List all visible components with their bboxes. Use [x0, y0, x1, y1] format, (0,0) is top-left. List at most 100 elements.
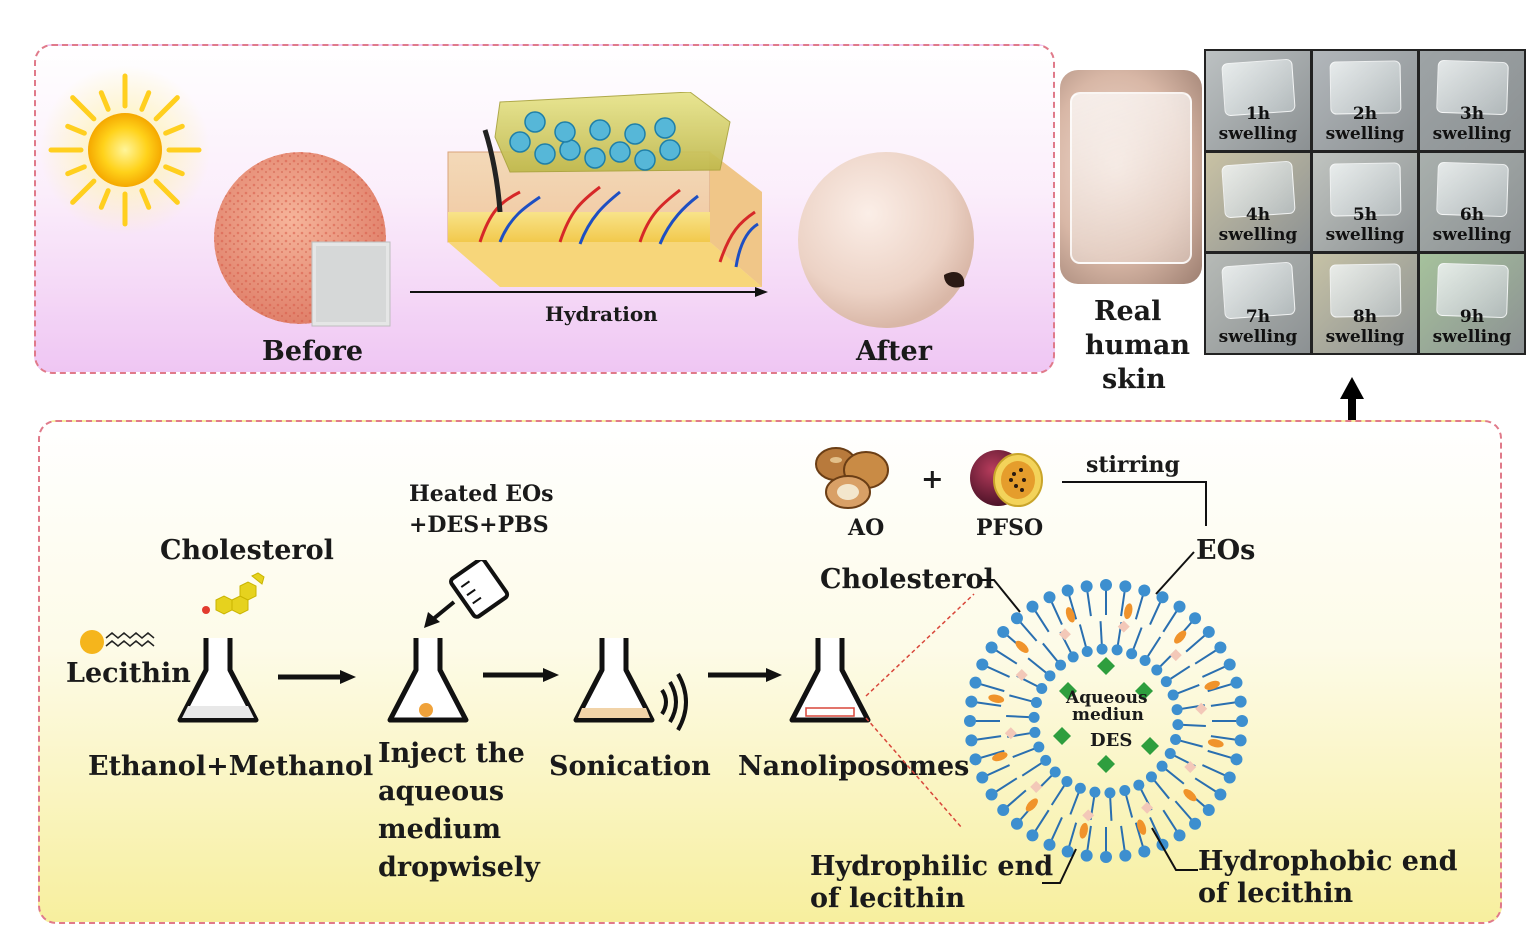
sun-ray	[163, 123, 185, 136]
lipid-head	[1010, 612, 1023, 625]
swelling-cell: 1h swelling	[1206, 51, 1310, 150]
liposome-dot	[624, 123, 646, 145]
inject-line2: aqueous	[378, 776, 505, 807]
lecithin-label: Lecithin	[66, 658, 191, 689]
liposome-dot	[559, 139, 581, 161]
lipid-head	[976, 658, 989, 671]
lipid-head	[1119, 580, 1132, 593]
sonication-label: Sonication	[549, 751, 711, 782]
skin-cross-section-image	[447, 92, 762, 287]
lipid-head	[1138, 845, 1151, 858]
lipid-head	[1055, 659, 1067, 671]
lipid-head	[965, 695, 978, 708]
lipid-head	[1234, 734, 1247, 747]
sun-ray	[153, 95, 180, 122]
liposome-dot	[609, 141, 631, 163]
lipid-head	[1236, 715, 1248, 727]
step-arrow-1	[278, 670, 356, 684]
swelling-cell: 9h swelling	[1420, 254, 1524, 353]
eos-leader-line	[1155, 551, 1195, 595]
stirring-label: stirring	[1086, 452, 1180, 478]
liposome-dot	[524, 111, 546, 133]
cholesterol-mark	[1079, 822, 1088, 839]
eos-mark	[1082, 809, 1095, 822]
liposome-dot	[509, 131, 531, 153]
argan-nut-icon	[815, 447, 889, 509]
lipid-head	[1172, 719, 1184, 731]
cholesterol-mark	[1174, 630, 1187, 644]
lipid-head	[1029, 726, 1041, 738]
lipid-head	[1043, 838, 1056, 851]
real-skin-photo	[1060, 70, 1202, 284]
after-skin-image	[798, 152, 974, 328]
lipid-head	[1223, 658, 1236, 671]
hydrophilic-leader-line	[1042, 848, 1077, 884]
des-mark	[1097, 755, 1115, 773]
lipid-head	[1061, 845, 1074, 858]
swelling-caption: 3h swelling	[1432, 103, 1512, 144]
lipid-head	[1170, 733, 1182, 745]
lipid-head	[1160, 676, 1172, 688]
hydrogel-patch	[1070, 92, 1192, 264]
lipid-head	[1089, 786, 1101, 798]
lipid-head	[1133, 779, 1145, 791]
heated-eos-line1: Heated EOs	[409, 481, 554, 507]
liposome-dot	[584, 147, 606, 169]
eos-mark	[1058, 628, 1071, 641]
lipid-head	[1173, 600, 1186, 613]
nanoliposomes-label: Nanoliposomes	[738, 751, 970, 782]
lipid-head	[1043, 591, 1056, 604]
before-skin-image	[214, 152, 391, 327]
sound-waves-icon	[660, 673, 688, 731]
sun-ray	[163, 164, 185, 177]
eos-mark	[1030, 780, 1043, 793]
hydrophobic-line1: Hydrophobic end	[1198, 846, 1458, 877]
liposome-dot	[654, 117, 676, 139]
lipid-head	[1171, 704, 1183, 716]
lipid-head	[969, 676, 982, 689]
lipid-head	[997, 804, 1010, 817]
real-skin-label-line1: Real	[1094, 296, 1162, 327]
liposome-diagram	[964, 579, 1248, 863]
sun-ray	[139, 90, 152, 112]
after-label: After	[856, 336, 932, 367]
plus-sign: +	[921, 464, 944, 495]
lipid-head	[1156, 760, 1168, 772]
lipid-head	[1223, 771, 1236, 784]
aqueous-label-line2: mediun	[1072, 705, 1144, 725]
lipid-head	[1049, 766, 1061, 778]
lipid-head	[1030, 697, 1042, 709]
eos-mark	[1015, 668, 1028, 681]
swelling-cell: 6h swelling	[1420, 152, 1524, 252]
lipid-head	[1067, 651, 1079, 663]
lipid-head	[1145, 771, 1157, 783]
zoom-lines	[865, 593, 975, 829]
before-label: Before	[262, 336, 364, 367]
lipid-head	[1119, 785, 1131, 797]
eos-mark	[1184, 761, 1197, 774]
swelling-cell: 4h swelling	[1206, 152, 1310, 252]
beaker-pour-icon	[424, 560, 510, 628]
liposome-dot	[534, 143, 556, 165]
lipid-head	[1100, 851, 1112, 863]
hydration-arrow	[410, 287, 768, 297]
swelling-caption: 1h swelling	[1218, 103, 1298, 144]
liposome-dot	[554, 121, 576, 143]
flask-2-icon	[387, 638, 469, 723]
eos-mark	[1169, 649, 1182, 662]
lipid-head	[1202, 804, 1215, 817]
swelling-caption: 9h swelling	[1432, 306, 1512, 347]
cholesterol-molecule-icon	[202, 572, 265, 615]
sun-ray	[98, 188, 111, 210]
lipid-head	[1104, 787, 1116, 799]
inject-line4: dropwisely	[378, 852, 540, 883]
cholesterol-label: Cholesterol	[160, 535, 334, 566]
des-mark	[1097, 657, 1115, 675]
lipid-head	[985, 788, 998, 801]
des-label: DES	[1090, 730, 1133, 751]
hydrophobic-leader-line	[1151, 827, 1198, 871]
lipid-head	[1156, 591, 1169, 604]
lipid-head	[1164, 748, 1176, 760]
inject-line3: medium	[378, 814, 502, 845]
sun-ray	[70, 178, 97, 205]
